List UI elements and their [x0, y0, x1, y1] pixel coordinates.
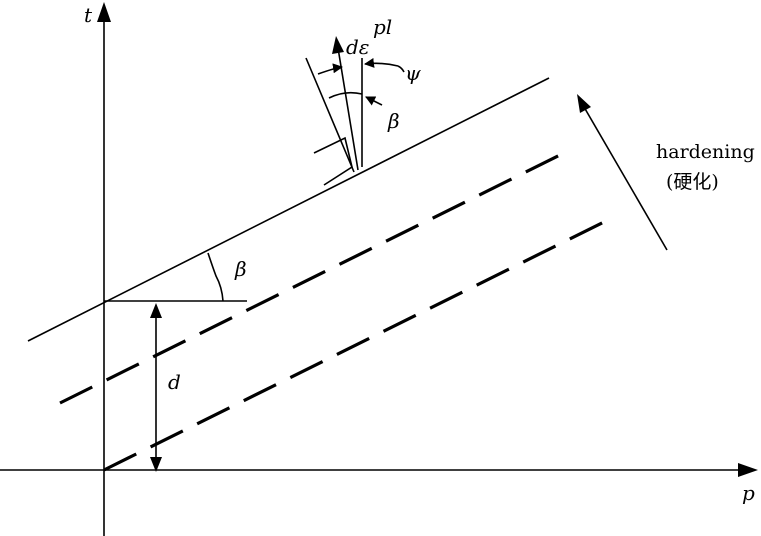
plastic-strain-arrowhead [332, 36, 344, 54]
hardening-cn-label: (硬化) [666, 171, 719, 193]
t-axis-label: t [84, 3, 93, 27]
beta-lower-label: β [234, 257, 247, 281]
de-label: dε [346, 35, 370, 59]
psi-arc-left [317, 63, 343, 75]
beta-upper-label: β [387, 109, 400, 133]
psi-arc-right [364, 57, 399, 68]
hardening-arrowhead [577, 94, 591, 113]
d-arrowhead-up [150, 303, 162, 318]
t-axis-arrowhead [97, 2, 111, 22]
psi-label: ψ [405, 61, 421, 85]
pl-label: pl [373, 15, 392, 39]
dashed-line-1 [59, 148, 571, 405]
normal-line [305, 57, 355, 173]
p-axis-label: p [742, 481, 755, 505]
d-label: d [168, 370, 181, 394]
beta-upper-arc [328, 91, 363, 99]
d-arrowhead-down [150, 457, 162, 472]
beta-upper-pointer [365, 96, 383, 106]
beta-angle-arc [207, 252, 224, 302]
psi-pointer-tail [397, 65, 405, 73]
hardening-arrow-line [583, 106, 668, 251]
dashed-line-2 [103, 216, 613, 472]
yield-line [27, 77, 550, 342]
hardening-label: hardening [656, 141, 755, 163]
right-angle-marker [313, 136, 353, 186]
p-axis-arrowhead [738, 463, 758, 477]
